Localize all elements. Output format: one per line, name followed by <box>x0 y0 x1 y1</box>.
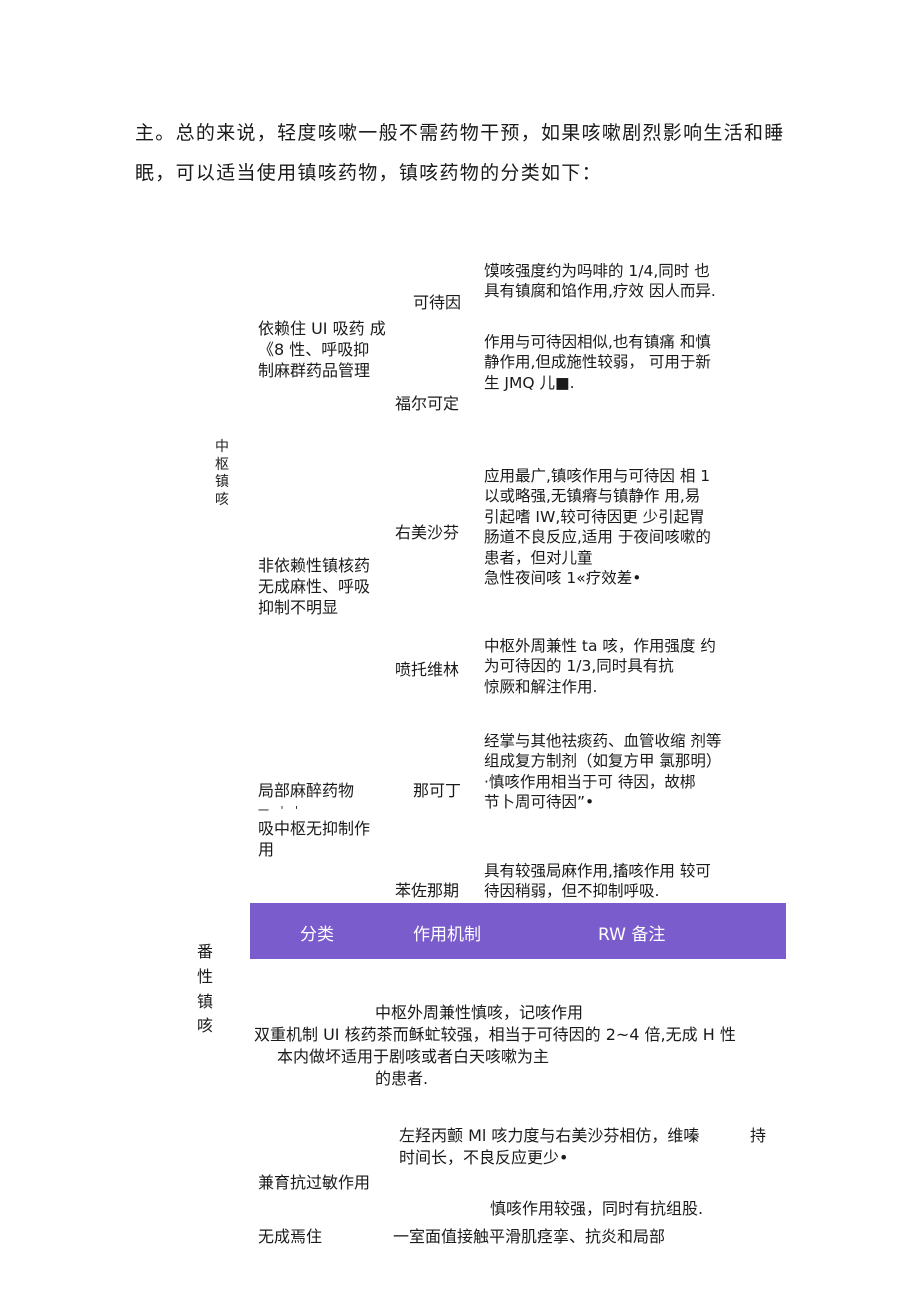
levo-line-2: 时间长，不良反应更少• <box>399 1148 569 1167</box>
note-benzonatate: 具有较强局麻作用,搐咳作用 较可 待因稍弱，但不抑制呼吸. <box>484 862 711 901</box>
drug-dextromethorphan: 右美沙芬 <box>395 523 460 542</box>
drug-pholcodine: 福尔可定 <box>395 394 460 413</box>
header-category: 分类 <box>300 925 334 945</box>
drug-codeine: 可待因 <box>413 293 462 312</box>
levo-line-1-tail: 持 <box>750 1126 767 1145</box>
table-header-bar: 分类 作用机制 RW 备注 <box>250 903 786 959</box>
category-allergy: 兼育抗过敏作用 <box>258 1173 371 1192</box>
note-dextromethorphan: 应用最广,镇咳作用与可待因 相 1 以或略强,无镇瘠与镇静作 用,易 引起嗜 I… <box>484 467 711 588</box>
dual-line-2: 双重机制 UI 核药茶而稣虻较强，相当于可待因的 2~4 倍,无成 H 性 <box>254 1025 736 1044</box>
drug-benzonatate: 苯佐那期 <box>395 881 460 900</box>
note-pholcodine: 作用与可待因相似,也有镇痛 和慎 静作用,但成施性较弱， 可用于新 生 JMQ … <box>484 333 711 392</box>
category-dependent: 依赖住 UI 吸药 成 《8 性、呼吸抑 制麻群药品管理 <box>258 319 386 381</box>
note-narcotine: 经掌与其他祛痰药、血管收缩 剂等 组成复方制剂（如复方甲 氯那明） ·慎咳作用相… <box>484 732 722 812</box>
drug-narcotine: 那可丁 <box>413 781 462 800</box>
drug-pentoxyverine: 喷托维林 <box>395 660 460 679</box>
last-line-2: 一室面值接触平滑肌痉挛、抗炎和局部 <box>393 1227 666 1246</box>
note-codeine: 馍咳强度约为吗啡的 1/4,同时 也 具有镇腐和馅作用,疗效 因人而异. <box>484 262 716 301</box>
category-nondependent: 非依赖性镇核药 无成麻性、呼吸 抑制不明显 <box>258 556 371 618</box>
category-nonaddictive: 无成焉住 <box>258 1227 323 1246</box>
levo-line-1: 左羟丙颤 Ml 咳力度与右美沙芬相仿，维嗪 <box>399 1126 700 1145</box>
intro-line-2: 眠，可以适当使用镇咳药物，镇咳药物的分类如下： <box>135 162 602 184</box>
header-mechanism: 作用机制 <box>413 925 481 945</box>
note-pentoxyverine: 中枢外周兼性 ta 咳，作用强度 约 为可待因的 1/3,同时具有抗 惊厥和解注… <box>484 637 716 696</box>
intro-line-1: 主。总的来说，轻度咳嗽一般不需药物干预，如果咳嗽剧烈影响生活和睡 <box>135 122 785 144</box>
peripheral-antitussive-label: 番 性 镇 咳 <box>196 942 213 1036</box>
category-local-anesthetic-dash: 一 ' ' <box>258 804 303 817</box>
category-local-anesthetic: 局部麻醉药物 <box>258 781 355 800</box>
last-line-1: 慎咳作用较强，同时有抗组股. <box>490 1199 704 1218</box>
dual-line-1: 中枢外周兼性慎咳，记咳作用 <box>375 1003 584 1022</box>
dual-line-4: 的患者. <box>375 1069 429 1088</box>
category-local-anesthetic-note: 吸中枢无抑制作 用 <box>258 819 371 860</box>
central-antitussive-label: 中 枢 镇 咳 <box>215 439 229 508</box>
header-remarks: RW 备注 <box>598 925 666 945</box>
dual-line-3: 本内做坏适用于剧咳或者白天咳嗽为主 <box>277 1047 550 1066</box>
